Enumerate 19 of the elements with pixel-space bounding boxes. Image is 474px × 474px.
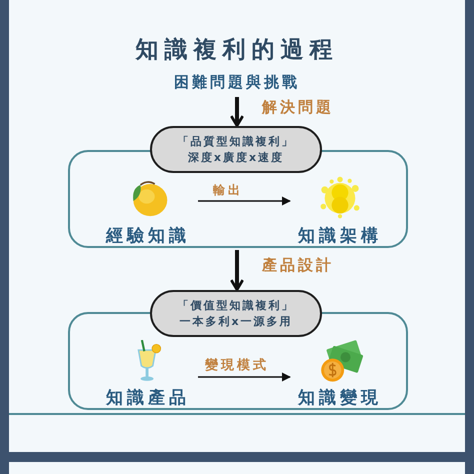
pill-heading: 「價值型知識複利」	[178, 298, 294, 314]
item-label: 知識架構	[296, 225, 383, 247]
pill-subtitle: 一本多利x一源多用	[179, 314, 293, 330]
item-label: 經驗知識	[104, 225, 191, 247]
edge-label: 變現模式	[205, 356, 269, 374]
edge-label: 解決問題	[262, 98, 334, 117]
pill-box	[150, 126, 322, 173]
arrow	[198, 372, 291, 382]
item-label: 知識變現	[296, 387, 383, 409]
pill-subtitle: 深度x廣度x速度	[188, 150, 284, 166]
arrow	[230, 97, 244, 128]
text-label: 困難問題與挑戰	[137, 73, 337, 95]
item-label: 知識產品	[104, 387, 191, 409]
edge-label: 產品設計	[262, 256, 334, 275]
arrow	[198, 196, 291, 206]
pill-box	[150, 290, 322, 337]
diagram-title: 知識複利的過程	[134, 36, 340, 65]
arrow	[230, 250, 244, 292]
pill-heading: 「品質型知識複利」	[178, 134, 294, 150]
